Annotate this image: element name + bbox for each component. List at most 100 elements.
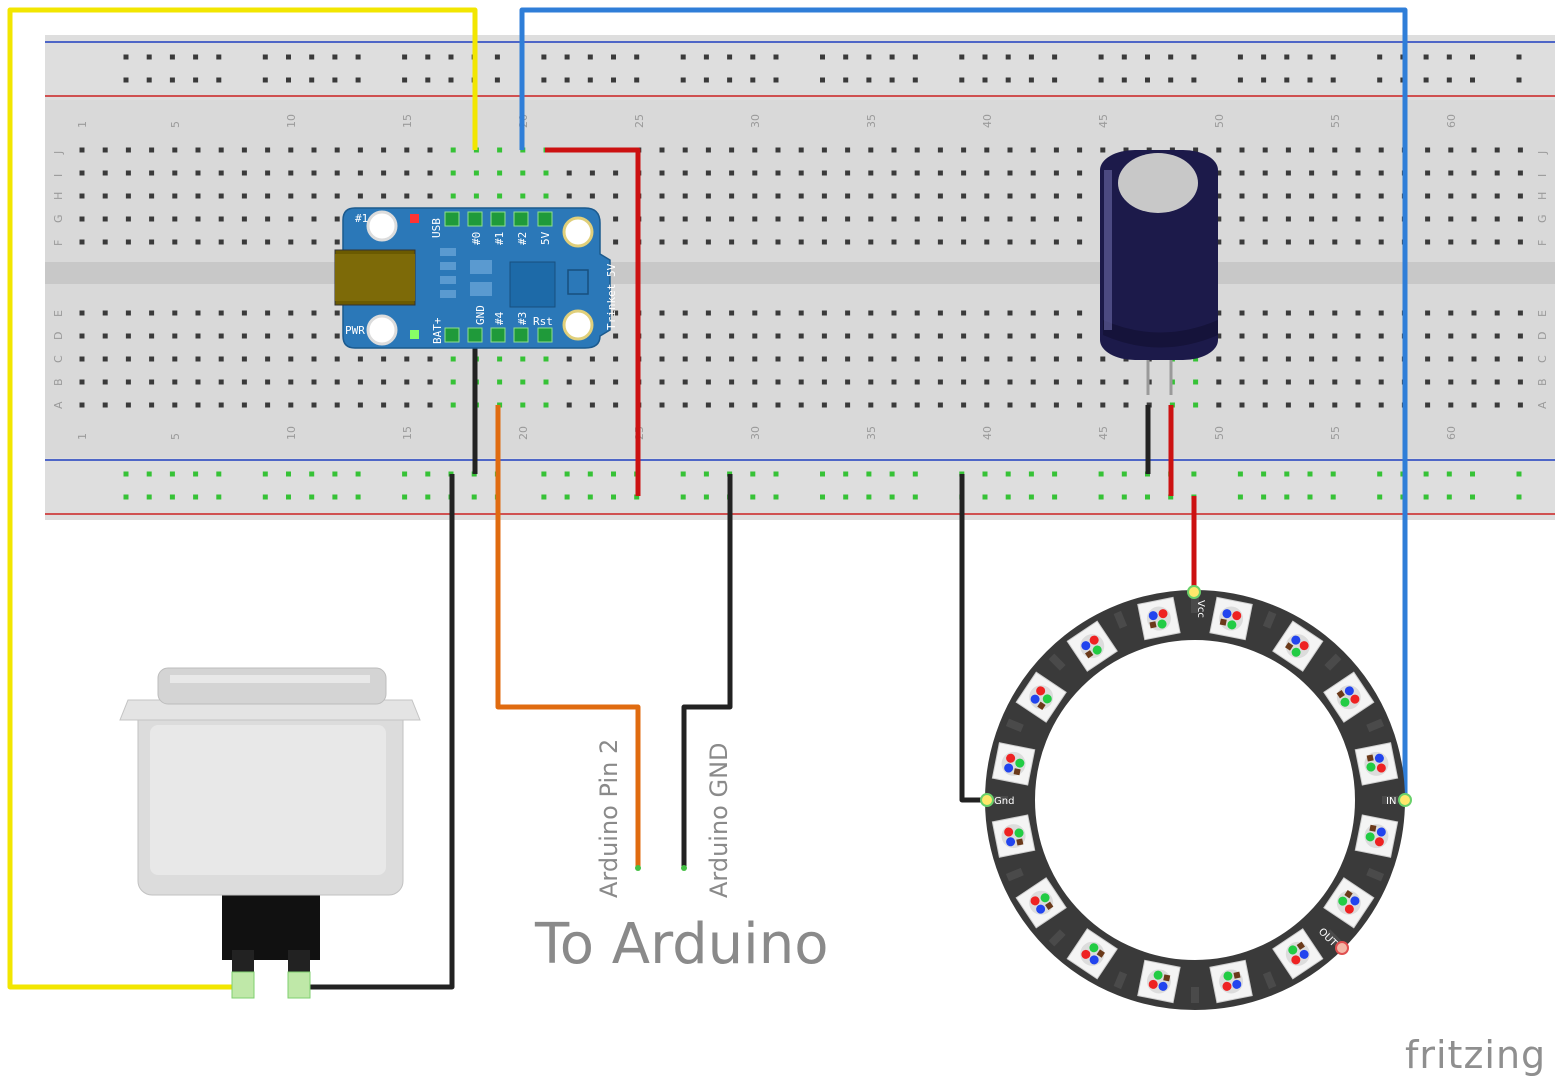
- breadboard-hole: [1494, 333, 1500, 339]
- breadboard-hole: [172, 310, 178, 316]
- breadboard-hole: [891, 310, 897, 316]
- breadboard-hole: [125, 239, 131, 245]
- breadboard-hole: [1378, 356, 1384, 362]
- breadboard-hole: [1355, 147, 1361, 153]
- neopixel-led: [1209, 596, 1253, 641]
- breadboard-hole: [1077, 147, 1083, 153]
- rail-hole: [959, 54, 965, 60]
- label-to-arduino: To Arduino: [534, 912, 828, 977]
- rail-hole: [889, 494, 895, 500]
- breadboard-hole: [172, 216, 178, 222]
- breadboard-hole: [1448, 356, 1454, 362]
- rail-hole: [146, 77, 152, 83]
- breadboard-hole: [1123, 379, 1129, 385]
- breadboard-hole: [845, 333, 851, 339]
- rail-hole: [912, 471, 918, 477]
- breadboard-hole: [984, 333, 990, 339]
- rail-hole: [169, 77, 175, 83]
- breadboard-hole: [1378, 333, 1384, 339]
- breadboard-hole: [821, 216, 827, 222]
- breadboard-hole: [1239, 402, 1245, 408]
- breadboard-hole: [821, 147, 827, 153]
- row-label: D: [52, 332, 65, 340]
- breadboard-hole: [821, 239, 827, 245]
- breadboard-hole: [1053, 170, 1059, 176]
- rail-hole: [355, 77, 361, 83]
- breadboard-hole: [845, 402, 851, 408]
- breadboard-hole: [1494, 147, 1500, 153]
- breadboard-hole: [195, 193, 201, 199]
- breadboard-hole: [265, 356, 271, 362]
- breadboard-hole: [566, 170, 572, 176]
- breadboard-hole: [195, 216, 201, 222]
- breadboard-hole: [659, 310, 665, 316]
- breadboard-hole: [288, 170, 294, 176]
- breadboard-hole: [334, 147, 340, 153]
- rail-hole: [309, 494, 315, 500]
- breadboard-hole: [798, 333, 804, 339]
- breadboard-hole: [682, 310, 688, 316]
- breadboard-hole: [1378, 239, 1384, 245]
- breadboard-hole: [497, 356, 503, 362]
- breadboard-hole: [311, 356, 317, 362]
- breadboard-hole: [984, 170, 990, 176]
- capacitor: [1100, 150, 1218, 395]
- breadboard-hole: [937, 356, 943, 362]
- breadboard-hole: [102, 239, 108, 245]
- breadboard-hole: [125, 170, 131, 176]
- breadboard-hole: [752, 402, 758, 408]
- rail-hole: [1191, 54, 1197, 60]
- neopixel-led: [1323, 671, 1375, 723]
- rail-hole: [1423, 471, 1429, 477]
- column-label-top: 35: [865, 114, 878, 128]
- trinket-pin: [467, 327, 483, 343]
- breadboard-hole: [334, 239, 340, 245]
- rail-hole: [425, 494, 431, 500]
- rail-hole: [750, 494, 756, 500]
- rail-hole: [982, 77, 988, 83]
- rail-hole: [286, 471, 291, 477]
- breadboard-hole: [79, 193, 85, 199]
- wire-black-button: [298, 474, 455, 990]
- breadboard-hole: [961, 310, 967, 316]
- breadboard-hole: [868, 193, 874, 199]
- breadboard-hole: [427, 170, 433, 176]
- breadboard-hole: [427, 356, 433, 362]
- rail-hole: [169, 494, 175, 500]
- breadboard-hole: [775, 216, 781, 222]
- breadboard-hole: [404, 356, 410, 362]
- rail-hole: [332, 494, 338, 500]
- row-label: B: [1536, 378, 1549, 386]
- breadboard-hole: [288, 239, 294, 245]
- breadboard-hole: [821, 379, 827, 385]
- breadboard-hole: [1448, 333, 1454, 339]
- mount-hole: [366, 210, 398, 242]
- rail-hole: [332, 54, 338, 60]
- breadboard-hole: [497, 379, 503, 385]
- rail-hole: [587, 471, 593, 477]
- breadboard-hole: [1309, 216, 1315, 222]
- rail-hole: [1005, 471, 1011, 477]
- breadboard-hole: [1425, 216, 1431, 222]
- breadboard-hole: [381, 193, 387, 199]
- breadboard-hole: [334, 333, 340, 339]
- breadboard-hole: [241, 356, 247, 362]
- breadboard-hole: [682, 170, 688, 176]
- breadboard-hole: [102, 193, 108, 199]
- breadboard-hole: [125, 379, 131, 385]
- breadboard-hole: [821, 310, 827, 316]
- breadboard-hole: [79, 239, 85, 245]
- breadboard-hole: [1285, 147, 1291, 153]
- breadboard-hole: [705, 193, 711, 199]
- trinket-label-usb: USB: [430, 218, 443, 238]
- breadboard-hole: [659, 193, 665, 199]
- breadboard-hole: [1077, 333, 1083, 339]
- column-label-top: 30: [749, 114, 762, 128]
- breadboard-hole: [1425, 379, 1431, 385]
- row-label: H: [1536, 192, 1549, 200]
- breadboard-hole: [1448, 216, 1454, 222]
- breadboard-hole: [473, 170, 479, 176]
- rail-hole: [611, 77, 616, 83]
- rail-hole: [889, 54, 895, 60]
- breadboard-hole: [775, 193, 781, 199]
